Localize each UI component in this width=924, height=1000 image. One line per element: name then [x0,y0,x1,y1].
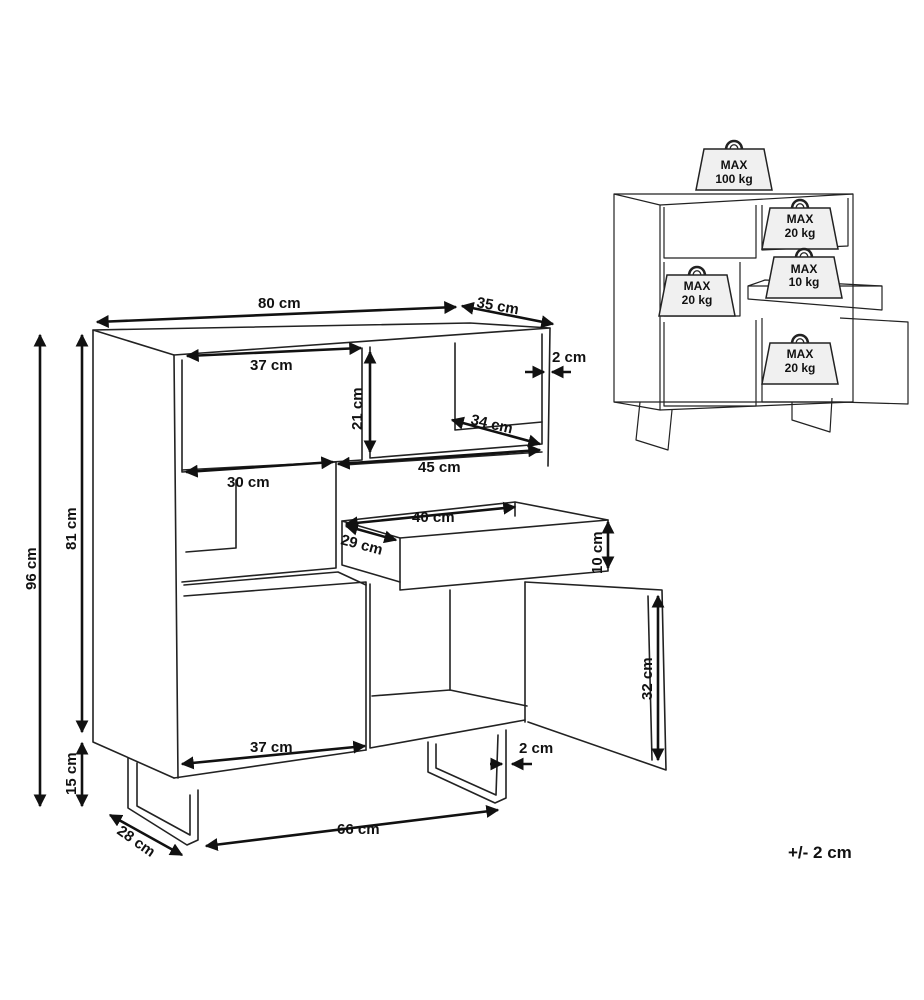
label-width-top: 80 cm [258,295,301,312]
cabinet-drawing [92,322,667,846]
dimension-labels: 80 cm 35 cm 96 cm 81 cm 15 cm 37 cm 21 c… [23,294,656,860]
label-height-legs: 15 cm [63,752,80,795]
weight-1-value: 100 kg [715,172,752,186]
weight-4-max: MAX [791,262,818,276]
label-bottom-left-width: 37 cm [250,739,293,756]
weight-bag-5: MAX 20 kg [760,333,840,386]
weight-bag-3: MAX 20 kg [657,265,737,318]
label-drawer-width: 40 cm [412,509,455,526]
label-panel-thickness-top: 2 cm [552,349,586,366]
dimension-lines [33,300,665,857]
label-middle-left-width: 30 cm [227,474,270,491]
weight-bag-1: MAX 100 kg [694,139,774,192]
tolerance-note: +/- 2 cm [788,843,852,862]
label-top-right-depth: 34 cm [469,411,514,437]
label-height-body: 81 cm [63,507,80,550]
weight-5-max: MAX [787,347,814,361]
label-top-left-width: 37 cm [250,357,293,374]
label-legs-span: 66 cm [337,821,380,838]
weight-2-value: 20 kg [785,226,816,240]
weight-1-max: MAX [721,158,748,172]
weight-4-value: 10 kg [789,275,820,289]
weight-bag-2: MAX 20 kg [760,198,840,251]
label-top-left-height: 21 cm [349,387,366,430]
label-drawer-height: 10 cm [589,531,606,574]
weight-2-max: MAX [787,212,814,226]
label-height-total: 96 cm [23,547,40,590]
weight-3-value: 20 kg [682,293,713,307]
load-capacity-drawing [613,193,909,451]
weight-3-max: MAX [684,279,711,293]
label-depth-top: 35 cm [475,294,520,318]
label-middle-right-width: 45 cm [418,459,461,476]
weight-5-value: 20 kg [785,361,816,375]
weight-bag-4: MAX 10 kg [764,247,844,300]
label-door-height: 32 cm [639,657,656,700]
label-panel-thickness-bottom: 2 cm [519,740,553,757]
